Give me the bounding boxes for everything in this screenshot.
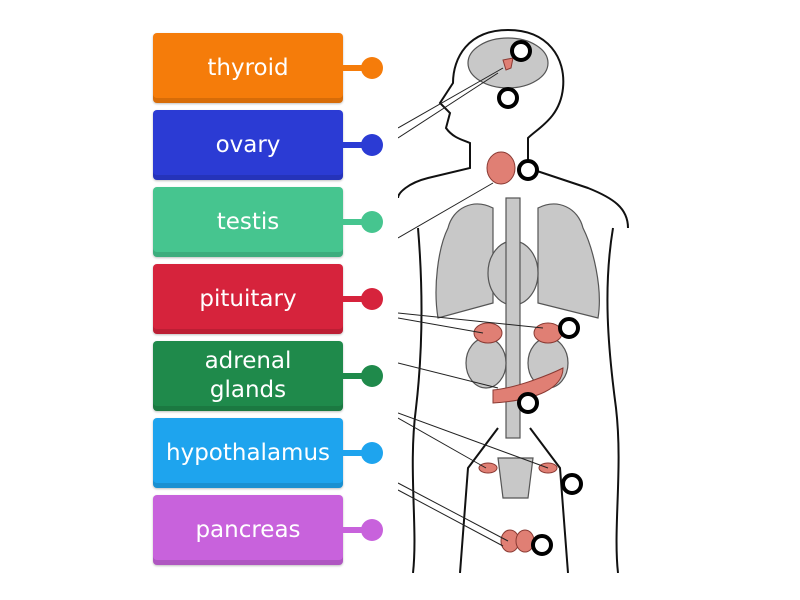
connector-handle[interactable] xyxy=(361,288,383,310)
connector-handle[interactable] xyxy=(361,519,383,541)
drop-target-circle[interactable] xyxy=(517,392,539,414)
connector-handle[interactable] xyxy=(361,57,383,79)
drop-target-circle[interactable] xyxy=(558,317,580,339)
label-text: pancreas xyxy=(195,516,301,543)
drop-target-circle[interactable] xyxy=(531,534,553,556)
label-tile-hypothalamus[interactable]: hypothalamus xyxy=(153,418,343,488)
label-tile-adrenal-glands[interactable]: adrenal glands xyxy=(153,341,343,411)
connector-handle[interactable] xyxy=(361,442,383,464)
label-tile-testis[interactable]: testis xyxy=(153,187,343,257)
connector-line xyxy=(343,65,365,71)
drop-target-circle[interactable] xyxy=(561,473,583,495)
human-body-endocrine-diagram xyxy=(398,29,629,573)
label-text: pituitary xyxy=(199,285,297,312)
connector-line xyxy=(343,373,365,379)
label-tile-pancreas[interactable]: pancreas xyxy=(153,495,343,565)
connector-line xyxy=(343,450,365,456)
drop-target-circle[interactable] xyxy=(517,159,539,181)
connector-line xyxy=(343,296,365,302)
connector-handle[interactable] xyxy=(361,211,383,233)
drop-target-circle[interactable] xyxy=(497,87,519,109)
label-text: thyroid xyxy=(207,54,289,81)
connector-line xyxy=(343,142,365,148)
drop-target-circle[interactable] xyxy=(510,40,532,62)
label-tile-ovary[interactable]: ovary xyxy=(153,110,343,180)
label-text: testis xyxy=(216,208,280,235)
label-tile-pituitary[interactable]: pituitary xyxy=(153,264,343,334)
label-text: adrenal glands xyxy=(204,348,292,403)
connector-handle[interactable] xyxy=(361,134,383,156)
label-text: hypothalamus xyxy=(166,439,330,466)
connector-handle[interactable] xyxy=(361,365,383,387)
label-text: ovary xyxy=(215,131,281,158)
connector-line xyxy=(343,219,365,225)
connector-line xyxy=(343,527,365,533)
label-tile-thyroid[interactable]: thyroid xyxy=(153,33,343,103)
